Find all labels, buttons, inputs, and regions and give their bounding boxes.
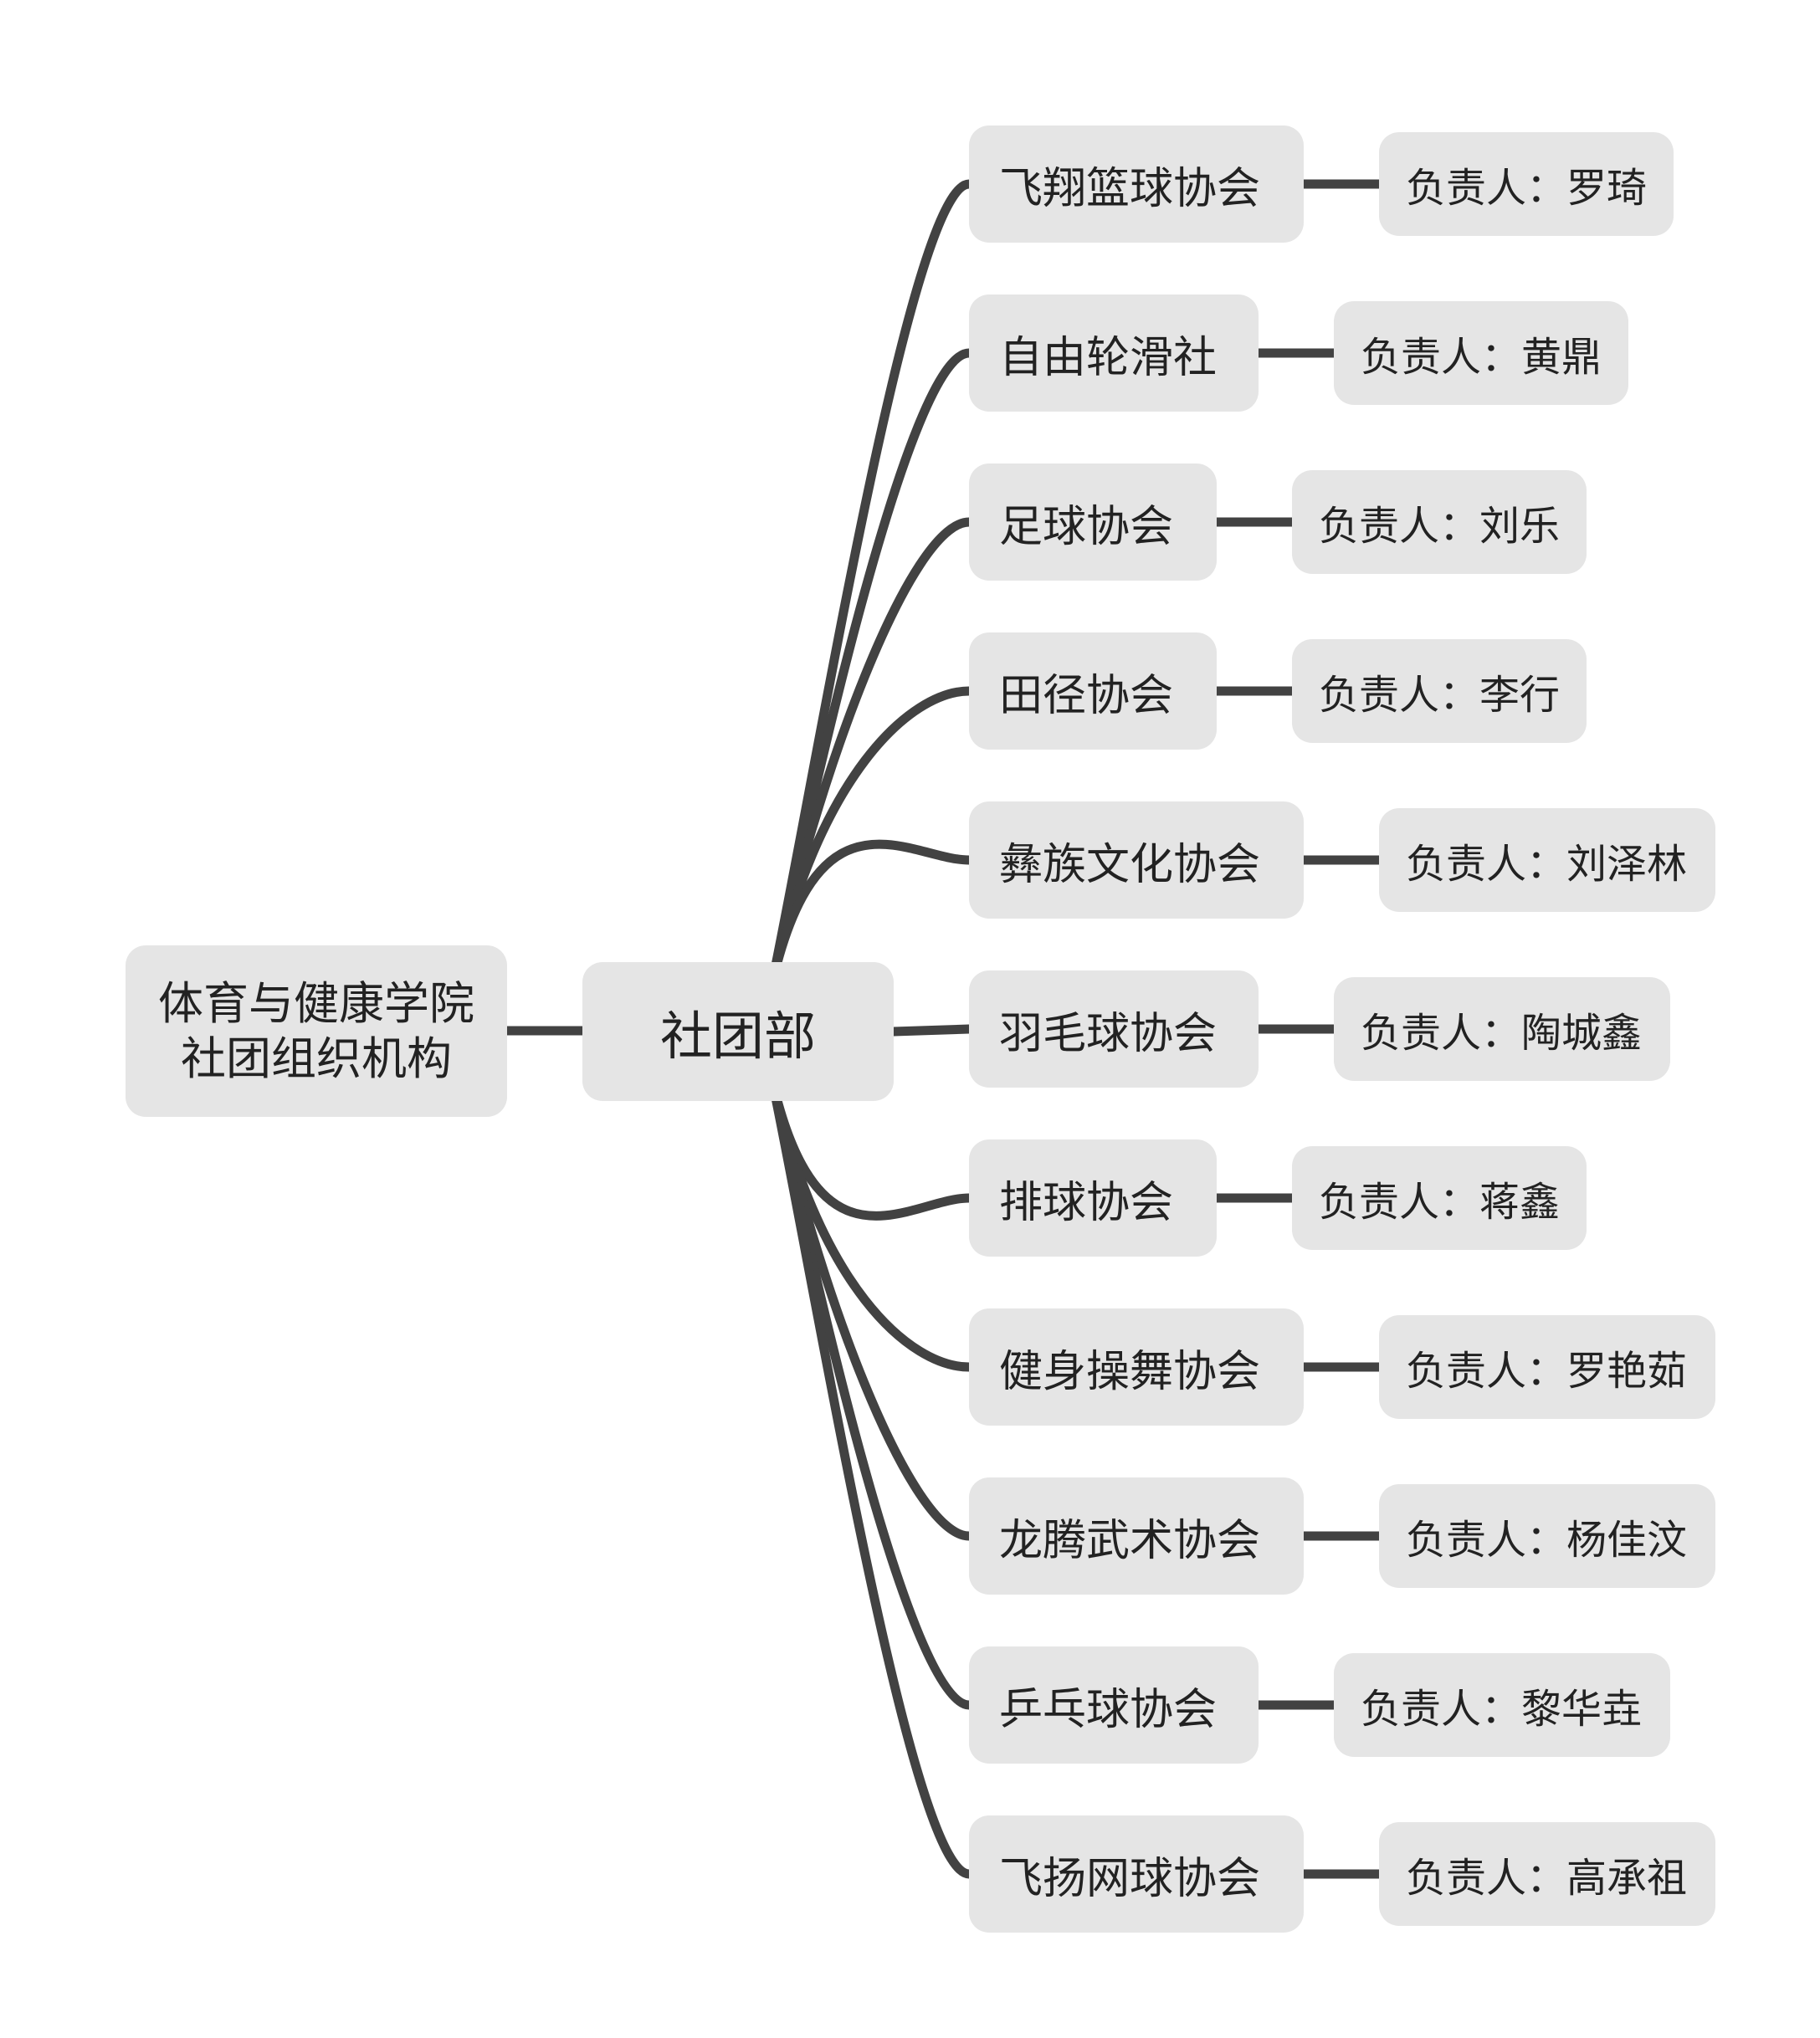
club-name: 田径协会 [999, 670, 1174, 721]
department-to-club-line [765, 1064, 974, 1879]
leader-node: 负责人：李行 [1292, 639, 1587, 743]
club-name: 排球协会 [999, 1177, 1174, 1228]
leader-name: 负责人：李行 [1319, 672, 1561, 719]
leader-node: 负责人：黎华垚 [1334, 1653, 1670, 1757]
leader-node: 负责人：陶城鑫 [1334, 977, 1670, 1081]
leader-name: 负责人：高承祖 [1406, 1855, 1688, 1902]
leader-node: 负责人：刘乐 [1292, 470, 1587, 574]
department-to-club-line [765, 839, 974, 999]
club-node: 自由轮滑社 [969, 294, 1259, 412]
club-name: 飞翔篮球协会 [999, 163, 1261, 214]
club-name: 龙腾武术协会 [999, 1515, 1261, 1566]
club-node: 健身操舞协会 [969, 1308, 1304, 1426]
root-node: 体育与健康学院 社团组织机构 [126, 945, 507, 1117]
club-name: 自由轮滑社 [999, 332, 1218, 383]
club-node: 飞翔篮球协会 [969, 125, 1304, 243]
leader-node: 负责人：罗琦 [1379, 132, 1674, 236]
leader-name: 负责人：刘泽林 [1406, 841, 1688, 888]
department-to-club-line [889, 1024, 974, 1037]
leader-node: 负责人：罗艳茹 [1379, 1315, 1715, 1419]
club-node: 足球协会 [969, 463, 1217, 581]
leader-node: 负责人：蒋鑫 [1292, 1146, 1587, 1250]
department-label: 社团部 [659, 1006, 816, 1067]
club-name: 彝族文化协会 [999, 839, 1261, 890]
leader-name: 负责人：蒋鑫 [1319, 1179, 1561, 1226]
leader-name: 负责人：罗艳茹 [1406, 1348, 1688, 1395]
club-node: 排球协会 [969, 1139, 1217, 1257]
leader-node: 负责人：黄鼎 [1334, 301, 1628, 405]
leader-name: 负责人：黄鼎 [1361, 334, 1602, 381]
club-node: 彝族文化协会 [969, 801, 1304, 919]
root-title-line2: 社团组织机构 [181, 1032, 452, 1085]
leader-name: 负责人：杨佳汶 [1406, 1517, 1688, 1564]
club-node: 乒乓球协会 [969, 1646, 1259, 1764]
leader-name: 负责人：陶城鑫 [1361, 1010, 1643, 1057]
leader-node: 负责人：刘泽林 [1379, 808, 1715, 912]
club-name: 足球协会 [999, 501, 1174, 552]
department-node: 社团部 [582, 962, 894, 1101]
leader-node: 负责人：高承祖 [1379, 1822, 1715, 1926]
club-node: 飞扬网球协会 [969, 1815, 1304, 1933]
club-node: 羽毛球协会 [969, 970, 1259, 1088]
club-name: 乒乓球协会 [999, 1684, 1218, 1735]
club-node: 田径协会 [969, 632, 1217, 750]
root-title-line1: 体育与健康学院 [158, 976, 474, 1030]
club-name: 羽毛球协会 [999, 1008, 1218, 1059]
leader-node: 负责人：杨佳汶 [1379, 1484, 1715, 1588]
leader-name: 负责人：刘乐 [1319, 503, 1561, 550]
leader-name: 负责人：黎华垚 [1361, 1686, 1643, 1733]
club-name: 健身操舞协会 [999, 1346, 1261, 1397]
club-name: 飞扬网球协会 [999, 1853, 1261, 1904]
club-node: 龙腾武术协会 [969, 1477, 1304, 1595]
leader-name: 负责人：罗琦 [1406, 165, 1648, 212]
